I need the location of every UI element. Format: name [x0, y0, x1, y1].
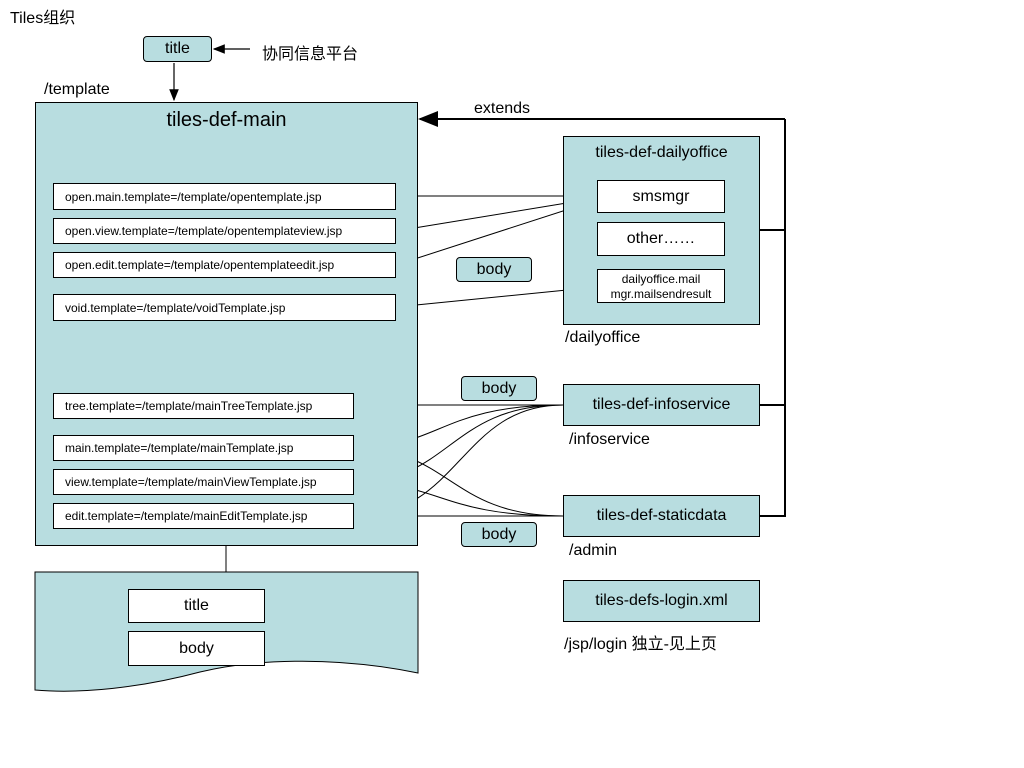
template-entry: open.edit.template=/template/opentemplat… — [53, 252, 396, 278]
body-tag: body — [461, 376, 537, 401]
template-entry: open.view.template=/template/opentemplat… — [53, 218, 396, 244]
mail-line-2: mgr.mailsendresult — [610, 287, 712, 301]
body-tag: body — [461, 522, 537, 547]
tiles-def-main-title: tiles-def-main — [166, 109, 287, 131]
document-body-box: body — [128, 631, 265, 666]
admin-path: /admin — [569, 542, 618, 559]
other-box: other…… — [597, 222, 725, 256]
template-path: /template — [44, 81, 110, 98]
dailyoffice-title: tiles-def-dailyoffice — [595, 144, 728, 161]
dailyoffice-path: /dailyoffice — [565, 329, 641, 346]
body-tag: body — [456, 257, 532, 282]
mail-line-1: dailyoffice.mail — [621, 272, 701, 286]
mailsendresult-box: dailyoffice.mail mgr.mailsendresult — [597, 269, 725, 303]
extends-label: extends — [474, 100, 531, 117]
document-title-box: title — [128, 589, 265, 623]
template-entry: main.template=/template/mainTemplate.jsp — [53, 435, 354, 461]
template-entry: open.main.template=/template/opentemplat… — [53, 183, 396, 210]
tiles-def-staticdata-box: tiles-def-staticdata — [563, 495, 760, 537]
login-path: /jsp/login 独立-见上页 — [564, 636, 717, 653]
page-title: Tiles组织 — [10, 10, 76, 27]
smsmgr-box: smsmgr — [597, 180, 725, 213]
infoservice-path: /infoservice — [569, 431, 650, 448]
template-entry: void.template=/template/voidTemplate.jsp — [53, 294, 396, 321]
template-entry: tree.template=/template/mainTreeTemplate… — [53, 393, 354, 419]
title-node: title — [143, 36, 212, 62]
extends-bus — [760, 119, 786, 517]
template-entry: edit.template=/template/mainEditTemplate… — [53, 503, 354, 529]
tiles-defs-login-box: tiles-defs-login.xml — [563, 580, 760, 622]
tiles-def-infoservice-box: tiles-def-infoservice — [563, 384, 760, 426]
template-entry: view.template=/template/mainViewTemplate… — [53, 469, 354, 495]
platform-label: 协同信息平台 — [262, 46, 359, 63]
